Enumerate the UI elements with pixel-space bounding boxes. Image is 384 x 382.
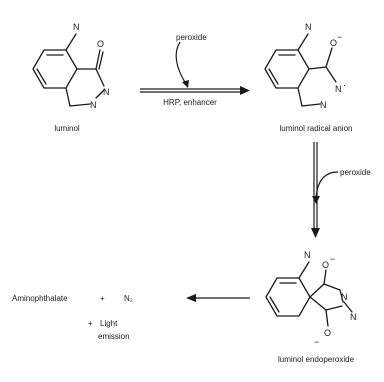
endoperoxide-charge-top-label: − — [330, 254, 335, 264]
radical-anion-amine-label: N — [305, 22, 312, 32]
radical-anion-n2-label: N — [320, 100, 327, 110]
endoperoxide-n2-label: N — [350, 312, 357, 322]
radical-anion-name: luminol radical anion — [280, 124, 353, 133]
step1-arrow — [140, 41, 250, 95]
endoperoxide-structure — [265, 261, 353, 327]
radical-anion-n1-label: N — [335, 84, 342, 94]
endoperoxide-n1-label: N — [341, 292, 348, 302]
endoperoxide-charge-bottom-label: − — [314, 337, 319, 347]
radical-anion-structure — [264, 33, 337, 107]
product-plus-2: + — [88, 319, 93, 328]
radical-anion-dot-label: · — [343, 80, 346, 90]
step2-arrow — [311, 142, 339, 238]
luminol-name: luminol — [54, 124, 80, 133]
luminol-carbonyl-label: O — [97, 39, 104, 49]
radical-anion-oxide-label: O — [330, 38, 337, 48]
step1-reagent-peroxide: peroxide — [176, 33, 207, 42]
product-plus-1: + — [100, 294, 105, 303]
step1-reagent-hrp: HRP, enhancer — [163, 98, 217, 107]
endoperoxide-o-bottom-label: O — [324, 328, 331, 338]
luminol-amine-label: N — [73, 22, 80, 32]
product-nitrogen: N₂ — [124, 294, 133, 303]
luminol-n1-label: N — [103, 87, 110, 97]
product-light-line1: Light — [100, 319, 118, 328]
luminol-n2-label: N — [90, 100, 97, 110]
product-aminophthalate: Aminophthalate — [12, 294, 68, 303]
endoperoxide-o-top-label: O — [322, 260, 329, 270]
radical-anion-charge-label: − — [337, 32, 342, 42]
endoperoxide-amine-label: N — [304, 250, 311, 260]
luminol-structure — [32, 33, 105, 107]
step3-arrow — [186, 294, 250, 302]
endoperoxide-name: luminol endoperoxide — [278, 355, 355, 364]
step2-reagent-peroxide: peroxide — [340, 168, 371, 177]
product-light-line2: emission — [98, 332, 130, 341]
